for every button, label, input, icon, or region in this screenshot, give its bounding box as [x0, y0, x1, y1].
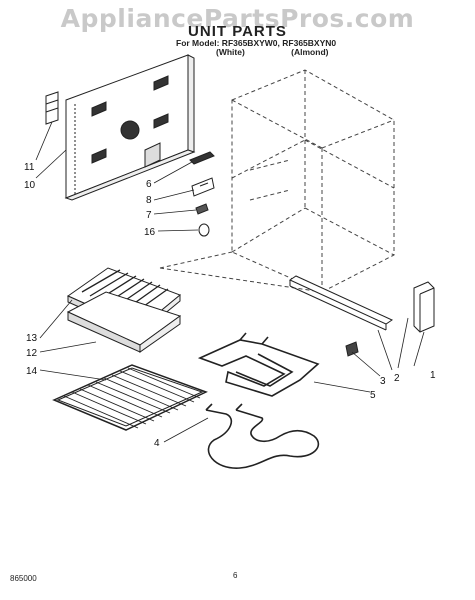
callout-4: 4	[154, 438, 160, 449]
leader-lines	[35, 121, 425, 443]
clip-part	[345, 341, 359, 357]
callout-13: 13	[26, 333, 38, 344]
watermark: AppliancePartsPros.com	[60, 4, 415, 33]
oven-cavity-outline	[159, 69, 395, 293]
document-number: 865000	[10, 574, 37, 583]
oven-rack	[52, 364, 208, 431]
callout-labels: 11 10 6 8 7 16 13 12 14 4 5 3 2 1	[24, 162, 436, 449]
mounting-bracket	[191, 177, 215, 197]
broiler-pan	[66, 291, 182, 353]
terminal-block	[189, 151, 215, 165]
callout-8: 8	[146, 195, 152, 206]
callout-14: 14	[26, 366, 38, 377]
broil-element	[197, 332, 320, 397]
callout-1: 1	[430, 370, 436, 381]
callout-16: 16	[144, 227, 156, 238]
element-support-bar	[288, 275, 394, 331]
bake-element	[205, 403, 320, 469]
callout-10: 10	[24, 180, 36, 191]
color-almond-label: (Almond)	[291, 47, 329, 57]
color-variants: (White) (Almond)	[216, 47, 328, 57]
callout-12: 12	[26, 348, 38, 359]
callout-11: 11	[24, 162, 35, 173]
callout-6: 6	[146, 179, 152, 190]
page-title: UNIT PARTS	[188, 23, 287, 40]
grommet	[198, 223, 210, 237]
callout-5: 5	[370, 390, 376, 401]
wire-connector	[195, 203, 209, 215]
model-numbers: For Model: RF365BXYW0, RF365BXYN0	[176, 38, 337, 48]
color-white-label: (White)	[216, 47, 245, 57]
rear-bracket	[413, 281, 435, 333]
callout-7: 7	[146, 210, 152, 221]
rear-panel	[64, 54, 196, 201]
callout-3: 3	[380, 376, 386, 387]
page-number: 6	[233, 571, 238, 580]
bracket-part	[45, 91, 59, 125]
callout-2: 2	[394, 373, 400, 384]
